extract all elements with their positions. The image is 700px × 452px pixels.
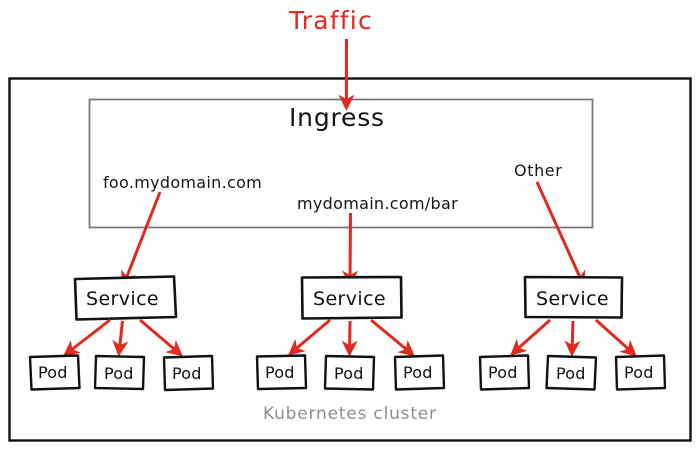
pod-box-1-1 <box>28 354 81 391</box>
route-rule-other: Other <box>514 161 563 180</box>
ingress-label: Ingress <box>289 103 385 132</box>
cluster-label: Kubernetes cluster <box>263 404 437 424</box>
pod-arrow-3-2 <box>564 320 581 357</box>
pod-arrow-2-1 <box>288 318 331 356</box>
pod-arrow-3-3 <box>594 318 637 357</box>
pod-box-3-3 <box>614 354 667 391</box>
pod-box-1-3 <box>162 354 215 392</box>
route-arrow-other <box>535 181 586 288</box>
route-rule-foo: foo.mydomain.com <box>103 173 263 192</box>
route-rule-bar: mydomain.com/bar <box>297 194 458 213</box>
service-box-3 <box>523 275 624 319</box>
pod-box-1-2 <box>93 354 146 391</box>
pod-box-2-2 <box>323 354 376 391</box>
pod-arrow-1-3 <box>139 318 183 357</box>
traffic-label: Traffic <box>289 6 373 35</box>
pod-box-2-3 <box>393 354 446 391</box>
service-box-1 <box>73 275 178 321</box>
cluster-boundary <box>8 77 692 442</box>
pod-arrow-3-1 <box>510 318 551 356</box>
pod-box-3-1 <box>478 354 531 391</box>
service-box-2 <box>300 275 403 320</box>
pod-box-2-1 <box>255 354 308 391</box>
pod-arrow-1-1 <box>62 318 111 357</box>
pod-arrow-1-2 <box>112 320 129 357</box>
pod-arrow-2-2 <box>341 320 358 357</box>
route-arrow-bar <box>342 212 359 287</box>
pod-box-3-2 <box>545 354 598 391</box>
pod-arrow-2-3 <box>370 318 415 357</box>
route-arrow-foo <box>121 191 162 288</box>
